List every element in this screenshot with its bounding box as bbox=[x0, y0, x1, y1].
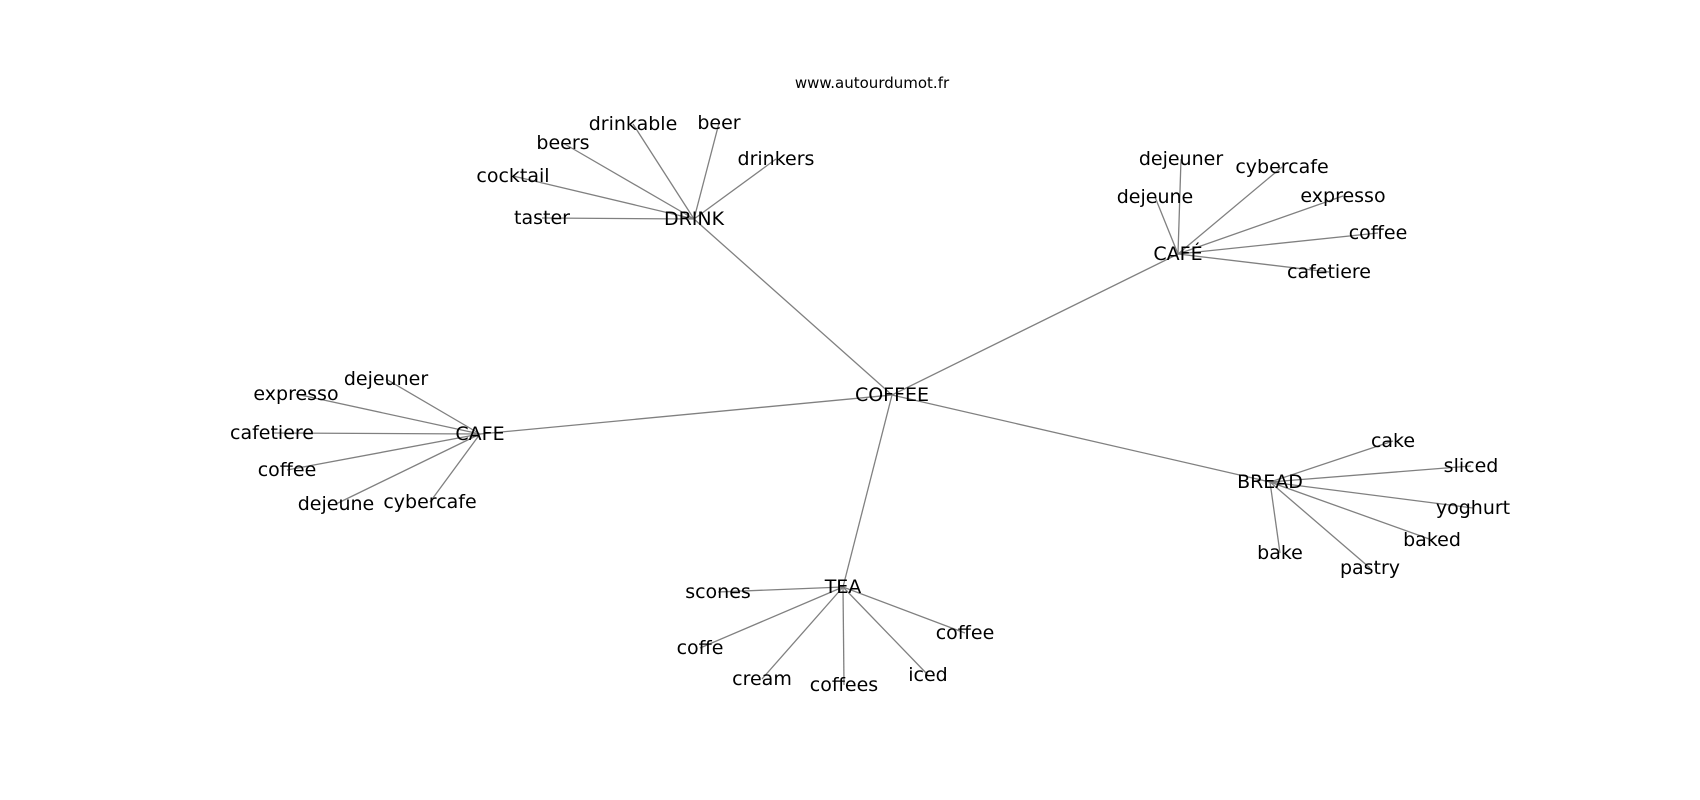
edge-cafe-accent-cybercafe bbox=[1177, 166, 1283, 255]
edge-tea-coffee bbox=[842, 586, 966, 634]
leaf-node-cafe-dejeuner: dejeuner bbox=[344, 368, 428, 390]
leaf-node-bread-sliced: sliced bbox=[1444, 455, 1499, 477]
edge-bread-pastry bbox=[1269, 481, 1371, 569]
leaf-node-tea-iced: iced bbox=[908, 664, 947, 686]
leaf-node-cafe-coffee: coffee bbox=[258, 459, 317, 481]
leaf-node-tea-coffees: coffees bbox=[810, 674, 878, 696]
leaf-node-drink-taster: taster bbox=[514, 207, 570, 229]
leaf-node-drink-drinkable: drinkable bbox=[589, 113, 678, 135]
leaf-node-tea-coffe: coffe bbox=[677, 637, 724, 659]
leaf-node-cafe-accent-dejeune: dejeune bbox=[1117, 186, 1194, 208]
leaf-node-bread-bake: bake bbox=[1257, 542, 1303, 564]
leaf-node-cafe-dejeune: dejeune bbox=[298, 493, 375, 515]
leaf-node-drink-drinkers: drinkers bbox=[738, 148, 815, 170]
hub-node-cafe-accent: CAFÉ bbox=[1153, 242, 1202, 265]
leaf-node-cafe-accent-expresso: expresso bbox=[1300, 185, 1385, 207]
leaf-node-drink-beers: beers bbox=[536, 132, 589, 154]
leaf-node-tea-scones: scones bbox=[685, 581, 751, 603]
edge-bread-bake bbox=[1269, 481, 1281, 554]
leaf-node-cafe-accent-cafetiere: cafetiere bbox=[1287, 261, 1371, 283]
leaf-node-bread-pastry: pastry bbox=[1340, 557, 1400, 579]
edge-tea-iced bbox=[842, 586, 929, 676]
edge-center-bread bbox=[891, 394, 1271, 483]
edge-cafe-accent-dejeune bbox=[1154, 196, 1179, 255]
edge-cafe-cybercafe bbox=[429, 433, 481, 503]
edge-cafe-expresso bbox=[295, 393, 481, 435]
edge-drink-cocktail bbox=[512, 175, 695, 220]
hub-node-tea: TEA bbox=[824, 576, 862, 598]
leaf-node-cafe-expresso: expresso bbox=[253, 383, 338, 405]
leaf-node-cafe-cybercafe: cybercafe bbox=[383, 491, 476, 513]
edge-tea-coffe bbox=[699, 586, 844, 649]
leaf-node-drink-cocktail: cocktail bbox=[476, 165, 549, 187]
leaf-node-tea-coffee: coffee bbox=[936, 622, 995, 644]
edge-drink-taster bbox=[541, 217, 695, 220]
edge-cafe-coffee bbox=[286, 433, 481, 471]
edge-tea-scones bbox=[717, 586, 844, 593]
edge-center-drink bbox=[693, 218, 893, 396]
leaf-node-bread-baked: baked bbox=[1403, 529, 1461, 551]
leaf-node-bread-cake: cake bbox=[1371, 430, 1415, 452]
leaf-node-drink-beer: beer bbox=[697, 112, 740, 134]
center-node-coffee: COFFEE bbox=[855, 384, 929, 406]
source-url: www.autourdumot.fr bbox=[795, 74, 950, 92]
edge-drink-drinkers bbox=[693, 158, 777, 220]
graph-labels: www.autourdumot.fr tastercocktailbeersdr… bbox=[230, 74, 1510, 696]
leaf-node-cafe-accent-dejeuner: dejeuner bbox=[1139, 148, 1223, 170]
edge-center-cafe-accent bbox=[891, 253, 1179, 396]
hub-node-drink: DRINK bbox=[664, 208, 725, 230]
edge-cafe-accent-cafetiere bbox=[1177, 253, 1330, 273]
edge-tea-coffees bbox=[842, 586, 845, 686]
edge-bread-cake bbox=[1269, 440, 1394, 483]
edge-cafe-accent-expresso bbox=[1177, 195, 1344, 255]
edge-center-cafe bbox=[479, 394, 893, 435]
edge-cafe-accent-coffee bbox=[1177, 232, 1379, 255]
edge-cafe-cafetiere bbox=[271, 432, 481, 435]
edge-drink-beers bbox=[562, 142, 695, 220]
leaf-node-cafe-accent-coffee: coffee bbox=[1349, 222, 1408, 244]
edge-cafe-accent-dejeuner bbox=[1177, 158, 1182, 255]
leaf-node-tea-cream: cream bbox=[732, 668, 792, 690]
edge-drink-drinkable bbox=[632, 123, 695, 220]
leaf-node-bread-yoghurt: yoghurt bbox=[1436, 497, 1510, 519]
hub-node-cafe: CAFE bbox=[455, 423, 504, 445]
edge-center-tea bbox=[842, 394, 893, 588]
graph-edges bbox=[271, 122, 1474, 686]
edge-cafe-dejeuner bbox=[385, 378, 481, 435]
edge-bread-yoghurt bbox=[1269, 481, 1474, 509]
hub-node-bread: BREAD bbox=[1237, 471, 1303, 493]
edge-bread-baked bbox=[1269, 481, 1433, 541]
leaf-node-cafe-cafetiere: cafetiere bbox=[230, 422, 314, 444]
edge-drink-beer bbox=[693, 122, 720, 220]
leaf-node-cafe-accent-cybercafe: cybercafe bbox=[1235, 156, 1328, 178]
edge-tea-cream bbox=[761, 586, 844, 680]
edge-bread-sliced bbox=[1269, 465, 1472, 483]
edge-cafe-dejeune bbox=[335, 433, 481, 505]
